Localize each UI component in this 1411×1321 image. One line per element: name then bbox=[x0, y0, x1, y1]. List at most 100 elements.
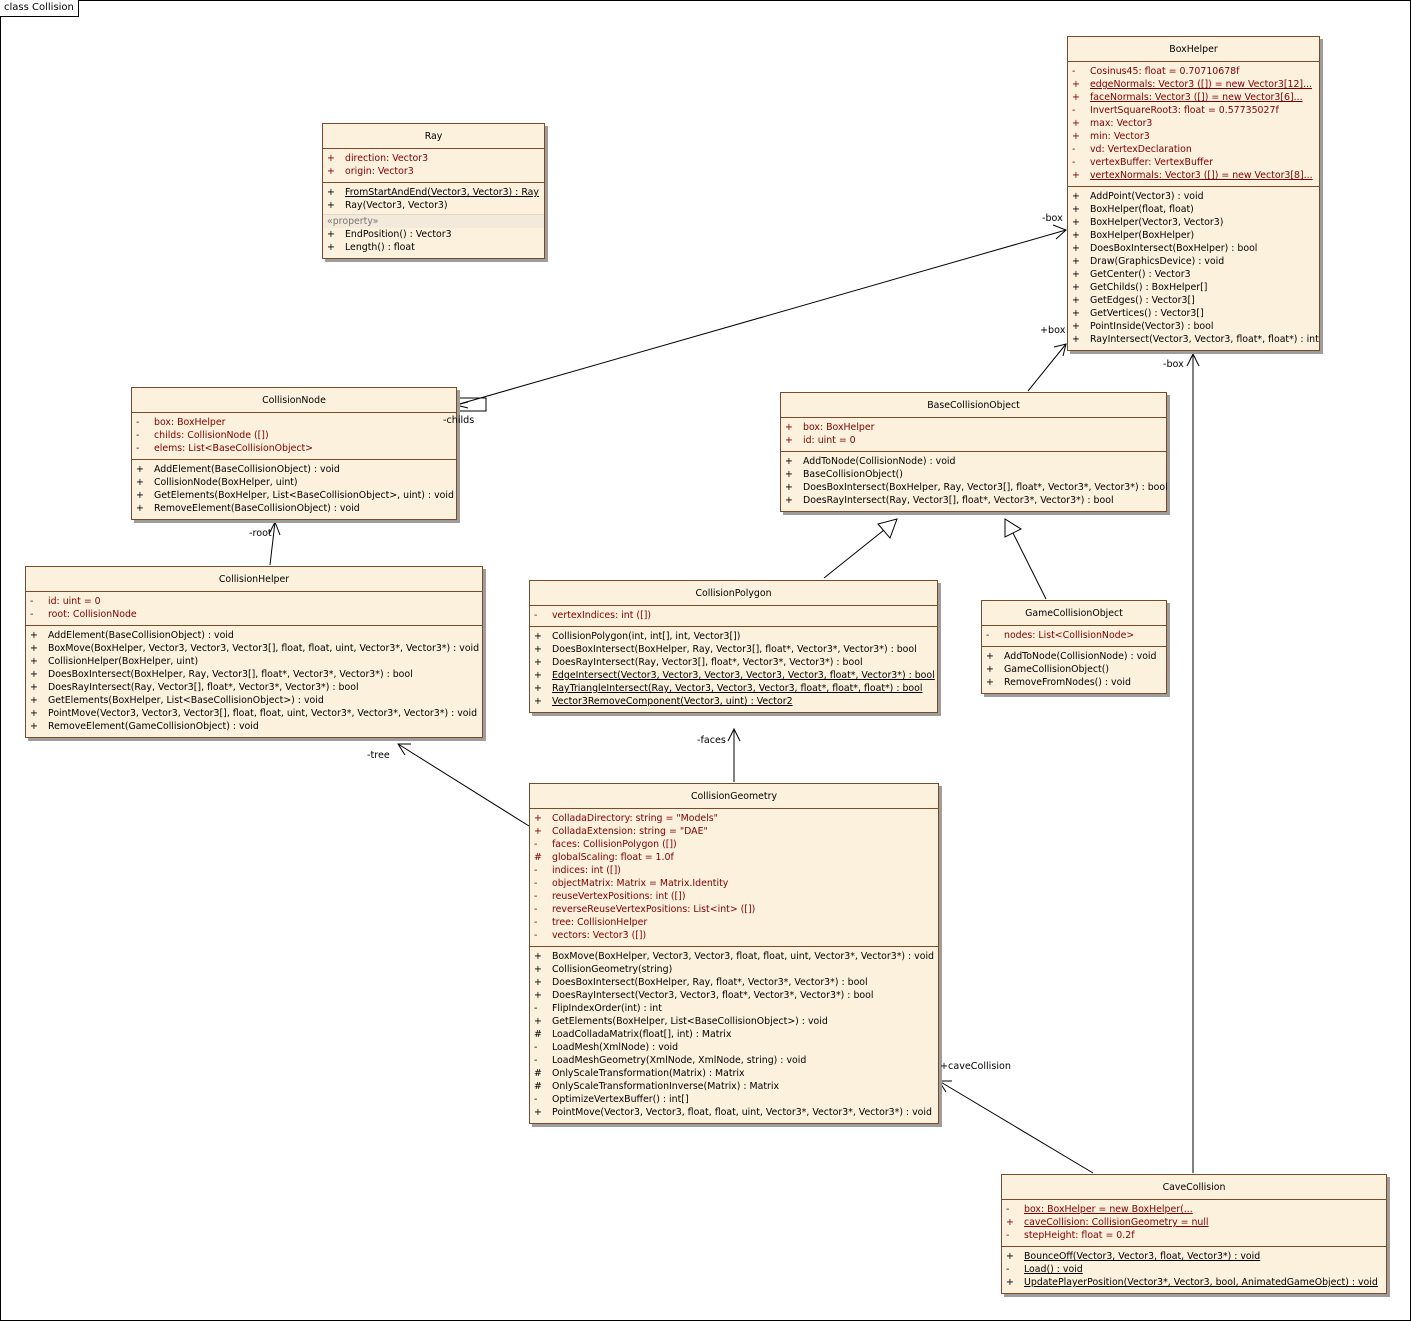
attribute-row[interactable]: -root: CollisionNode bbox=[26, 608, 482, 621]
attribute-row[interactable]: -vd: VertexDeclaration bbox=[1068, 143, 1319, 156]
attribute-row[interactable]: -tree: CollisionHelper bbox=[530, 916, 938, 929]
operation-row[interactable]: +BounceOff(Vector3, Vector3, float, Vect… bbox=[1002, 1250, 1386, 1263]
operation-row[interactable]: +GameCollisionObject() bbox=[982, 663, 1166, 676]
attribute-row[interactable]: -stepHeight: float = 0.2f bbox=[1002, 1229, 1386, 1242]
operation-row[interactable]: +DoesRayIntersect(Vector3, Vector3, floa… bbox=[530, 989, 938, 1002]
attribute-row[interactable]: +max: Vector3 bbox=[1068, 117, 1319, 130]
operation-row[interactable]: +BoxMove(BoxHelper, Vector3, Vector3, fl… bbox=[530, 950, 938, 963]
operation-row[interactable]: +AddToNode(CollisionNode) : void bbox=[982, 650, 1166, 663]
operation-row[interactable]: -OptimizeVertexBuffer() : int[] bbox=[530, 1093, 938, 1106]
operation-row[interactable]: -Load() : void bbox=[1002, 1263, 1386, 1276]
operation-row[interactable]: #OnlyScaleTransformation(Matrix) : Matri… bbox=[530, 1067, 938, 1080]
attribute-row[interactable]: +faceNormals: Vector3 ([]) = new Vector3… bbox=[1068, 91, 1319, 104]
operation-row[interactable]: +UpdatePlayerPosition(Vector3*, Vector3,… bbox=[1002, 1276, 1386, 1289]
operation-row[interactable]: +AddPoint(Vector3) : void bbox=[1068, 190, 1319, 203]
operation-row[interactable]: +Vector3RemoveComponent(Vector3, uint) :… bbox=[530, 695, 937, 708]
operation-row[interactable]: +GetEdges() : Vector3[] bbox=[1068, 294, 1319, 307]
operation-row[interactable]: -FlipIndexOrder(int) : int bbox=[530, 1002, 938, 1015]
operation-row[interactable]: -LoadMeshGeometry(XmlNode, XmlNode, stri… bbox=[530, 1054, 938, 1067]
attribute-row[interactable]: -reverseReuseVertexPositions: List<int> … bbox=[530, 903, 938, 916]
class-cavecollision[interactable]: CaveCollision-box: BoxHelper = new BoxHe… bbox=[1001, 1174, 1387, 1294]
operation-row[interactable]: +BoxMove(BoxHelper, Vector3, Vector3, Ve… bbox=[26, 642, 482, 655]
operation-row[interactable]: +GetElements(BoxHelper, List<BaseCollisi… bbox=[530, 1015, 938, 1028]
operation-row[interactable]: +BoxHelper(float, float) bbox=[1068, 203, 1319, 216]
operation-row[interactable]: +DoesRayIntersect(Ray, Vector3[], float*… bbox=[26, 681, 482, 694]
operation-row[interactable]: +BoxHelper(BoxHelper) bbox=[1068, 229, 1319, 242]
class-collisionhelper[interactable]: CollisionHelper-id: uint = 0-root: Colli… bbox=[25, 566, 483, 738]
operation-row[interactable]: +DoesRayIntersect(Ray, Vector3[], float*… bbox=[530, 656, 937, 669]
operation-row[interactable]: +DoesRayIntersect(Ray, Vector3[], float*… bbox=[781, 494, 1166, 507]
attribute-row[interactable]: +ColladaDirectory: string = "Models" bbox=[530, 812, 938, 825]
operation-row[interactable]: +RayTriangleIntersect(Ray, Vector3, Vect… bbox=[530, 682, 937, 695]
operation-row[interactable]: +CollisionPolygon(int, int[], int, Vecto… bbox=[530, 630, 937, 643]
class-collisionnode[interactable]: CollisionNode-box: BoxHelper-childs: Col… bbox=[131, 387, 457, 520]
operation-row[interactable]: +RemoveElement(GameCollisionObject) : vo… bbox=[26, 720, 482, 733]
attribute-row[interactable]: -box: BoxHelper = new BoxHelper(... bbox=[1002, 1203, 1386, 1216]
attribute-row[interactable]: -indices: int ([]) bbox=[530, 864, 938, 877]
operation-row[interactable]: +DoesBoxIntersect(BoxHelper) : bool bbox=[1068, 242, 1319, 255]
operation-row[interactable]: +Length() : float bbox=[323, 241, 544, 254]
operation-row[interactable]: #OnlyScaleTransformationInverse(Matrix) … bbox=[530, 1080, 938, 1093]
operation-row[interactable]: +GetChilds() : BoxHelper[] bbox=[1068, 281, 1319, 294]
operation-row[interactable]: +GetElements(BoxHelper, List<BaseCollisi… bbox=[132, 489, 456, 502]
attribute-row[interactable]: -elems: List<BaseCollisionObject> bbox=[132, 442, 456, 455]
attribute-row[interactable]: -vertexBuffer: VertexBuffer bbox=[1068, 156, 1319, 169]
operation-row[interactable]: +CollisionGeometry(string) bbox=[530, 963, 938, 976]
operation-row[interactable]: +CollisionHelper(BoxHelper, uint) bbox=[26, 655, 482, 668]
operation-row[interactable]: +Ray(Vector3, Vector3) bbox=[323, 199, 544, 212]
attribute-row[interactable]: -objectMatrix: Matrix = Matrix.Identity bbox=[530, 877, 938, 890]
operation-row[interactable]: +GetVertices() : Vector3[] bbox=[1068, 307, 1319, 320]
operation-row[interactable]: +DoesBoxIntersect(BoxHelper, Ray, Vector… bbox=[781, 481, 1168, 494]
operation-row[interactable]: +CollisionNode(BoxHelper, uint) bbox=[132, 476, 456, 489]
attribute-row[interactable]: +edgeNormals: Vector3 ([]) = new Vector3… bbox=[1068, 78, 1319, 91]
attribute-row[interactable]: -box: BoxHelper bbox=[132, 416, 456, 429]
attribute-row[interactable]: +id: uint = 0 bbox=[781, 434, 1166, 447]
attribute-row[interactable]: -reuseVertexPositions: int ([]) bbox=[530, 890, 938, 903]
operation-row[interactable]: +RemoveFromNodes() : void bbox=[982, 676, 1166, 689]
attribute-row[interactable]: +min: Vector3 bbox=[1068, 130, 1319, 143]
attribute-row[interactable]: +caveCollision: CollisionGeometry = null bbox=[1002, 1216, 1386, 1229]
attribute-row[interactable]: +box: BoxHelper bbox=[781, 421, 1166, 434]
attribute-row[interactable]: #globalScaling: float = 1.0f bbox=[530, 851, 938, 864]
class-boxhelper[interactable]: BoxHelper-Cosinus45: float = 0.70710678f… bbox=[1067, 36, 1320, 351]
operation-row[interactable]: +AddElement(BaseCollisionObject) : void bbox=[26, 629, 482, 642]
operation-row[interactable]: +GetCenter() : Vector3 bbox=[1068, 268, 1319, 281]
class-collisiongeometry[interactable]: CollisionGeometry+ColladaDirectory: stri… bbox=[529, 783, 939, 1124]
attribute-row[interactable]: -InvertSquareRoot3: float = 0.57735027f bbox=[1068, 104, 1319, 117]
operation-row[interactable]: +PointMove(Vector3, Vector3, Vector3[], … bbox=[26, 707, 482, 720]
operation-row[interactable]: +EndPosition() : Vector3 bbox=[323, 228, 544, 241]
attribute-row[interactable]: -id: uint = 0 bbox=[26, 595, 482, 608]
operation-row[interactable]: +PointInside(Vector3) : bool bbox=[1068, 320, 1319, 333]
operation-row[interactable]: +PointMove(Vector3, Vector3, float, floa… bbox=[530, 1106, 938, 1119]
operation-row[interactable]: +DoesBoxIntersect(BoxHelper, Ray, Vector… bbox=[26, 668, 482, 681]
operation-row[interactable]: +AddElement(BaseCollisionObject) : void bbox=[132, 463, 456, 476]
operation-row[interactable]: +FromStartAndEnd(Vector3, Vector3) : Ray bbox=[323, 186, 544, 199]
attribute-row[interactable]: +origin: Vector3 bbox=[323, 165, 544, 178]
operation-row[interactable]: +Draw(GraphicsDevice) : void bbox=[1068, 255, 1319, 268]
operation-row[interactable]: +DoesBoxIntersect(BoxHelper, Ray, float*… bbox=[530, 976, 938, 989]
class-ray[interactable]: Ray+direction: Vector3+origin: Vector3+F… bbox=[322, 123, 545, 259]
visibility-marker: + bbox=[785, 482, 793, 493]
class-collisionpolygon[interactable]: CollisionPolygon-vertexIndices: int ([])… bbox=[529, 580, 938, 713]
operation-row[interactable]: #LoadColladaMatrix(float[], int) : Matri… bbox=[530, 1028, 938, 1041]
attribute-row[interactable]: +ColladaExtension: string = "DAE" bbox=[530, 825, 938, 838]
attribute-row[interactable]: -vertexIndices: int ([]) bbox=[530, 609, 937, 622]
attribute-row[interactable]: -vectors: Vector3 ([]) bbox=[530, 929, 938, 942]
operation-row[interactable]: +DoesBoxIntersect(BoxHelper, Ray, Vector… bbox=[530, 643, 937, 656]
attribute-row[interactable]: -Cosinus45: float = 0.70710678f bbox=[1068, 65, 1319, 78]
operation-row[interactable]: +RayIntersect(Vector3, Vector3, float*, … bbox=[1068, 333, 1319, 346]
attribute-row[interactable]: -faces: CollisionPolygon ([]) bbox=[530, 838, 938, 851]
operation-row[interactable]: +GetElements(BoxHelper, List<BaseCollisi… bbox=[26, 694, 482, 707]
class-basecollisionobject[interactable]: BaseCollisionObject+box: BoxHelper+id: u… bbox=[780, 392, 1168, 512]
attribute-row[interactable]: -nodes: List<CollisionNode> bbox=[982, 629, 1166, 642]
attribute-row[interactable]: +vertexNormals: Vector3 ([]) = new Vecto… bbox=[1068, 169, 1319, 182]
class-gamecollisionobject[interactable]: GameCollisionObject-nodes: List<Collisio… bbox=[981, 600, 1167, 694]
operation-row[interactable]: -LoadMesh(XmlNode) : void bbox=[530, 1041, 938, 1054]
operation-row[interactable]: +RemoveElement(BaseCollisionObject) : vo… bbox=[132, 502, 456, 515]
operation-row[interactable]: +BaseCollisionObject() bbox=[781, 468, 1166, 481]
operation-row[interactable]: +BoxHelper(Vector3, Vector3) bbox=[1068, 216, 1319, 229]
attribute-row[interactable]: +direction: Vector3 bbox=[323, 152, 544, 165]
operation-row[interactable]: +EdgeIntersect(Vector3, Vector3, Vector3… bbox=[530, 669, 937, 682]
attribute-row[interactable]: -childs: CollisionNode ([]) bbox=[132, 429, 456, 442]
operation-row[interactable]: +AddToNode(CollisionNode) : void bbox=[781, 455, 1166, 468]
